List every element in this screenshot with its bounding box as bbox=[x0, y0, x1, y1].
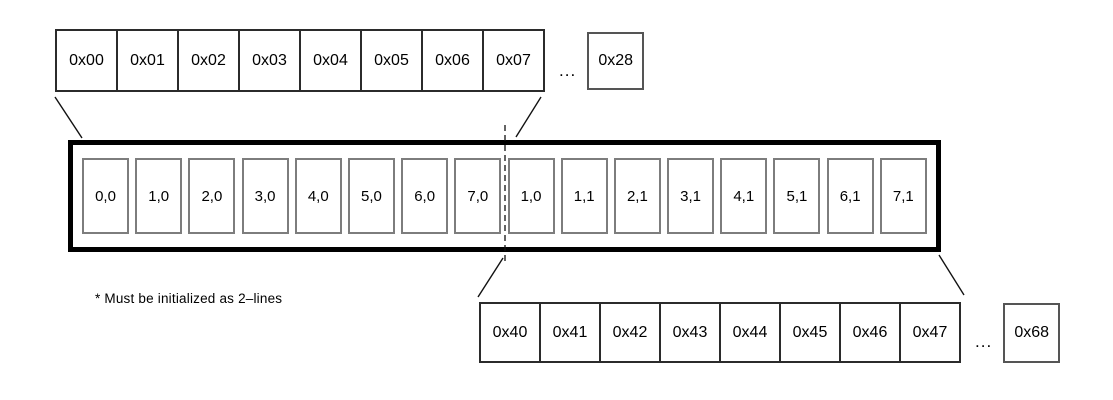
top-ellipsis: ... bbox=[559, 61, 577, 80]
address-cell: 0x03 bbox=[238, 29, 301, 92]
footnote: * Must be initialized as 2–lines bbox=[95, 291, 283, 306]
character-cell: 4,1 bbox=[720, 158, 768, 234]
address-cell: 0x05 bbox=[360, 29, 423, 92]
character-cell: 7,0 bbox=[454, 158, 502, 234]
address-cell: 0x46 bbox=[839, 302, 901, 363]
character-cell: 0,0 bbox=[82, 158, 129, 234]
character-cell: 2,0 bbox=[188, 158, 236, 234]
address-cell: 0x07 bbox=[482, 29, 545, 92]
address-cell: 0x02 bbox=[177, 29, 240, 92]
address-cell: 0x43 bbox=[659, 302, 721, 363]
connector-line-bottom-right bbox=[938, 254, 965, 296]
address-cell: 0x45 bbox=[779, 302, 841, 363]
address-cell: 0x00 bbox=[55, 29, 118, 92]
character-cell: 2,1 bbox=[613, 158, 661, 234]
character-cell: 1,1 bbox=[560, 158, 608, 234]
address-cell: 0x06 bbox=[421, 29, 484, 92]
connector-line-bottom-left bbox=[477, 257, 504, 298]
connector-line-top-right bbox=[515, 96, 542, 138]
address-cell: 0x04 bbox=[299, 29, 362, 92]
address-cell: 0x40 bbox=[479, 302, 541, 363]
address-cell: 0x01 bbox=[116, 29, 179, 92]
character-cell: 6,1 bbox=[826, 158, 874, 234]
connector-line-top-left bbox=[54, 96, 83, 139]
character-cell: 1,0 bbox=[507, 158, 555, 234]
character-cell: 7,1 bbox=[879, 158, 927, 234]
character-cell: 3,1 bbox=[667, 158, 715, 234]
character-cell: 5,1 bbox=[773, 158, 821, 234]
character-cell: 1,0 bbox=[135, 158, 183, 234]
address-cell: 0x47 bbox=[899, 302, 961, 363]
address-cell: 0x41 bbox=[539, 302, 601, 363]
character-cell: 4,0 bbox=[294, 158, 342, 234]
address-cell-tail-top: 0x28 bbox=[587, 32, 645, 90]
address-cell: 0x42 bbox=[599, 302, 661, 363]
address-cell: 0x44 bbox=[719, 302, 781, 363]
bottom-ellipsis: ... bbox=[975, 332, 993, 351]
character-cell: 6,0 bbox=[401, 158, 449, 234]
character-cell: 3,0 bbox=[241, 158, 289, 234]
character-cell: 5,0 bbox=[347, 158, 395, 234]
address-cell-tail-bottom: 0x68 bbox=[1003, 303, 1061, 363]
